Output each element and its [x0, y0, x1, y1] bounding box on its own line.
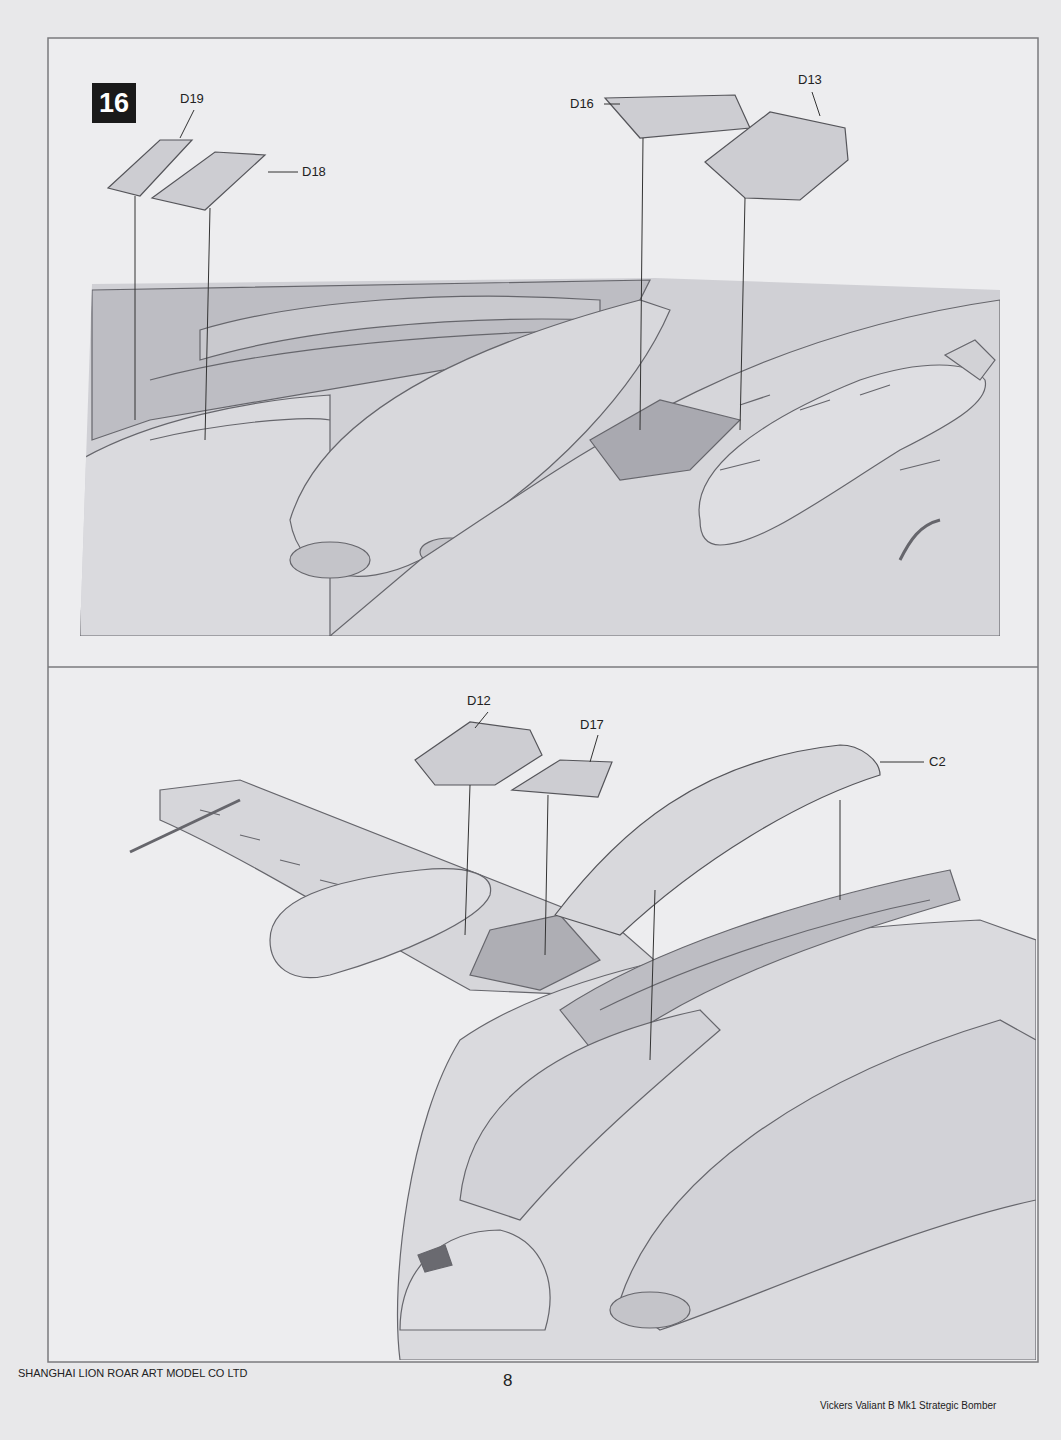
- top-aircraft: [70, 270, 1010, 650]
- part-number: D19: [180, 92, 204, 106]
- part-d17: [512, 760, 612, 797]
- top-leaders: [135, 92, 820, 440]
- kit-title-footer: Vickers Valiant B Mk1 Strategic Bomber: [820, 1400, 996, 1411]
- bottom-parts: [415, 722, 880, 935]
- part-d12: [415, 722, 542, 785]
- page-frame: [48, 38, 1038, 1362]
- part-number: D16: [570, 97, 594, 111]
- part-number: D12: [467, 694, 491, 708]
- step-number-box: 16: [92, 83, 136, 123]
- top-parts: [108, 95, 848, 210]
- panel-divider: [48, 666, 1038, 668]
- part-d18: [152, 152, 265, 210]
- bottom-aircraft: [130, 780, 1036, 1360]
- part-number: D18: [302, 165, 326, 179]
- part-c2: [555, 745, 880, 935]
- step-number: 16: [99, 88, 129, 119]
- bottom-leaders: [465, 712, 924, 1060]
- part-d16: [605, 95, 750, 138]
- part-number: C2: [929, 755, 946, 769]
- manufacturer-footer: SHANGHAI LION ROAR ART MODEL CO LTD: [18, 1367, 247, 1379]
- page-number: 8: [503, 1372, 512, 1391]
- part-number: D13: [798, 73, 822, 87]
- part-number: D17: [580, 718, 604, 732]
- part-d13: [705, 112, 848, 200]
